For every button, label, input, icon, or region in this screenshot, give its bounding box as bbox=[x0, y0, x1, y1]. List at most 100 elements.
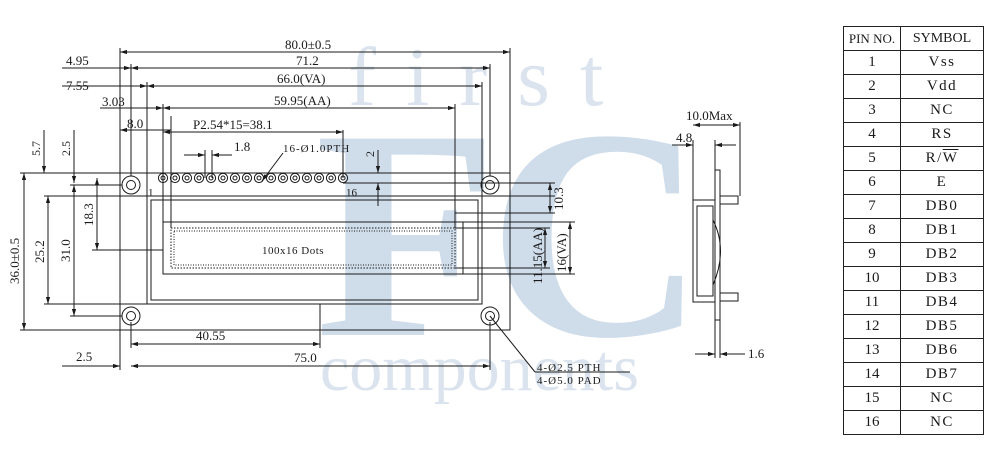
header-pin-hole bbox=[256, 175, 262, 181]
dim-va-height: 16(VA) bbox=[554, 233, 569, 272]
dim-left-4-95: 4.95 bbox=[66, 53, 89, 68]
pin-symbol-overline: W bbox=[942, 150, 959, 166]
pin-symbol-cell: NC bbox=[900, 386, 984, 411]
viewing-area bbox=[162, 221, 464, 275]
header-pin bbox=[289, 172, 301, 184]
dim-pitch: P2.54*15=38.1 bbox=[193, 117, 273, 132]
pin-number-cell: 5 bbox=[843, 146, 901, 171]
header-pin-hole bbox=[208, 175, 214, 181]
header-pin bbox=[325, 172, 337, 184]
header-pin-hole bbox=[220, 175, 226, 181]
dim-aa-height: 11.15(AA) bbox=[530, 228, 545, 284]
pin-symbol-cell: DB1 bbox=[900, 218, 984, 243]
dim-25-2: 25.2 bbox=[32, 240, 47, 263]
pin-number-cell: 2 bbox=[843, 74, 901, 99]
dim-left-3-03: 3.03 bbox=[102, 94, 125, 109]
active-area bbox=[170, 227, 456, 269]
pin-row bbox=[157, 172, 349, 184]
pin-symbol-cell: R/W bbox=[900, 146, 984, 171]
pin-number-cell: 7 bbox=[843, 194, 901, 219]
hole-note-pth: 4-Ø2.5 PTH bbox=[537, 362, 601, 374]
pin-symbol-cell: DB2 bbox=[900, 242, 984, 267]
pin-symbol-cell: Vdd bbox=[900, 74, 984, 99]
header-pin bbox=[301, 172, 313, 184]
side-pin-bottom bbox=[719, 292, 739, 302]
header-pin bbox=[193, 172, 205, 184]
dim-75-0: 75.0 bbox=[294, 350, 317, 365]
header-pin bbox=[313, 172, 325, 184]
header-pin-hole bbox=[184, 175, 190, 181]
pin-number-cell: 9 bbox=[843, 242, 901, 267]
pin-symbol-cell: RS bbox=[900, 122, 984, 147]
display-label: 100x16 Dots bbox=[262, 245, 324, 257]
side-pin-top bbox=[719, 195, 739, 205]
pin-no-header: PIN NO. bbox=[843, 26, 901, 51]
header-pin bbox=[265, 172, 277, 184]
symbol-header: SYMBOL bbox=[900, 26, 984, 51]
dim-top-5-7: 5.7 bbox=[29, 141, 43, 156]
header-pin-hole bbox=[304, 175, 310, 181]
header-pin-hole bbox=[292, 175, 298, 181]
dim-side-4-8: 4.8 bbox=[676, 130, 692, 145]
pin-table-header-row: PIN NO. SYMBOL bbox=[843, 26, 984, 51]
dim-side-1-6: 1.6 bbox=[748, 346, 765, 361]
pin-last-label: 16 bbox=[346, 187, 358, 199]
pin-symbol-prefix: R/ bbox=[925, 150, 943, 166]
pin-symbol-cell: NC bbox=[900, 410, 984, 435]
dim-side-thickness: 10.0Max bbox=[686, 108, 733, 123]
pin-number-cell: 6 bbox=[843, 170, 901, 195]
pin-symbol-cell: E bbox=[900, 170, 984, 195]
dim-left-8-0: 8.0 bbox=[127, 116, 143, 131]
pin-symbol-cell: DB7 bbox=[900, 362, 984, 387]
pin-number-cell: 10 bbox=[843, 266, 901, 291]
pin-number-cell: 8 bbox=[843, 218, 901, 243]
watermark: first FC components bbox=[315, 31, 705, 405]
pin-symbol-cell: DB4 bbox=[900, 290, 984, 315]
pin-number-cell: 14 bbox=[843, 362, 901, 387]
pin-number-cell: 16 bbox=[843, 410, 901, 435]
dim-aa-width: 59.95(AA) bbox=[274, 93, 331, 108]
header-pin bbox=[217, 172, 229, 184]
dim-10-3: 10.3 bbox=[551, 187, 566, 210]
pin-note: 16-Ø1.0PTH bbox=[283, 143, 350, 155]
header-pin-hole bbox=[196, 175, 202, 181]
dim-total-height: 36.0±0.5 bbox=[7, 238, 22, 284]
pin-number-cell: 15 bbox=[843, 386, 901, 411]
header-pin bbox=[169, 172, 181, 184]
pin-first-label: 1 bbox=[148, 187, 154, 199]
dim-va-width: 66.0(VA) bbox=[277, 71, 326, 86]
pin-number-cell: 11 bbox=[843, 290, 901, 315]
front-view bbox=[20, 48, 630, 373]
dim-bottom-2-5: 2.5 bbox=[76, 349, 92, 364]
pin-symbol-cell: Vss bbox=[900, 50, 984, 75]
header-pin bbox=[205, 172, 217, 184]
header-pin bbox=[181, 172, 193, 184]
dim-left-7-55: 7.55 bbox=[66, 78, 89, 93]
side-pcb bbox=[714, 169, 721, 321]
pin-symbol-cell: DB6 bbox=[900, 338, 984, 363]
pcb-outline bbox=[119, 172, 511, 331]
pin-symbol-cell: DB5 bbox=[900, 314, 984, 339]
dim-total-width: 80.0±0.5 bbox=[285, 37, 331, 52]
header-pin-hole bbox=[280, 175, 286, 181]
header-pin bbox=[253, 172, 265, 184]
dim-31-0: 31.0 bbox=[58, 239, 73, 262]
dim-pin-spacing: 1.8 bbox=[234, 139, 250, 154]
header-pin bbox=[229, 172, 241, 184]
